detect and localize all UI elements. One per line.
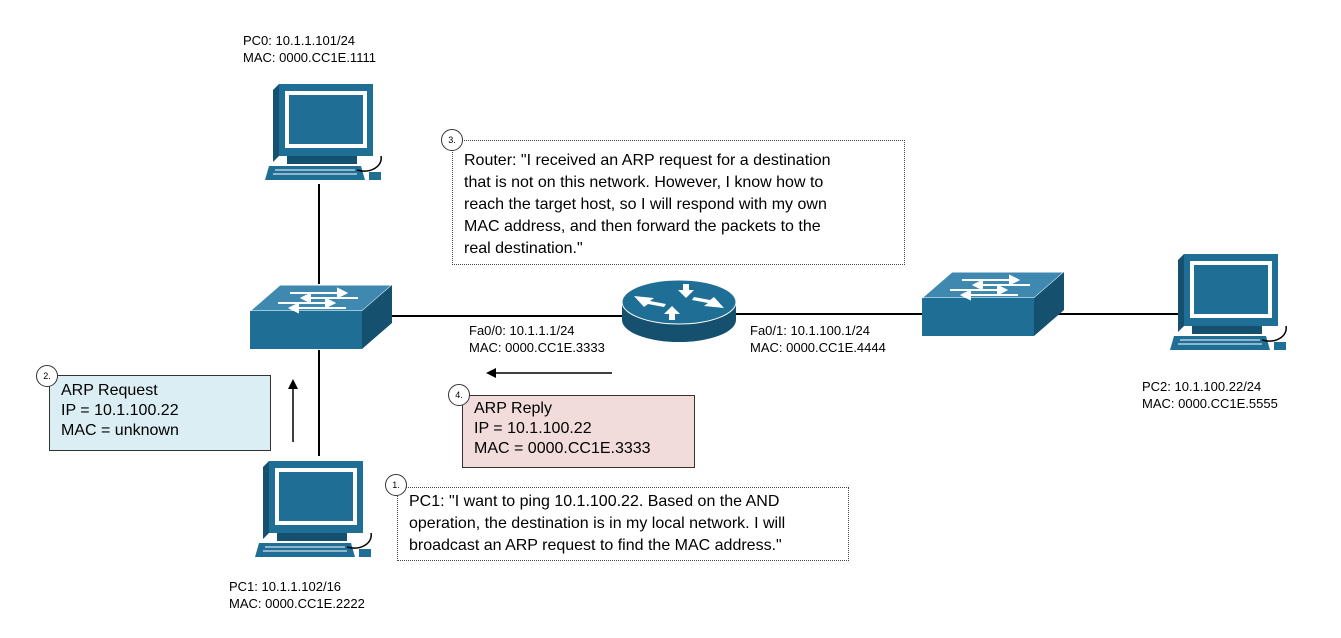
step-badge-1: 1. [385,474,407,496]
step-badge-4: 4. [448,384,470,406]
switch-icon [922,271,1066,336]
pc1-explanation-note: PC1: "I want to ping 10.1.100.22. Based … [397,487,849,561]
note-line: that is not on this network. However, I … [464,174,824,191]
router-icon [621,279,737,342]
arp-request-ip: IP = 10.1.100.22 [61,402,179,419]
note-line: reach the target host, so I will respond… [464,196,827,213]
pc1-mac-label: MAC: 0000.CC1E.2222 [229,596,365,611]
router-explanation-note: Router: "I received an ARP request for a… [452,140,905,265]
arp-request-title: ARP Request [61,382,158,399]
note-line: operation, the destination is in my loca… [409,515,786,532]
arp-reply-title: ARP Reply [474,400,552,417]
arp-request-box: ARP Request IP = 10.1.100.22 MAC = unkno… [49,375,271,451]
note-line: broadcast an ARP request to find the MAC… [409,537,782,554]
router-fa0-1-ip-label: Fa0/1: 10.1.100.1/24 [750,323,870,338]
note-line: PC1: "I want to ping 10.1.100.22. Based … [409,493,780,510]
arp-reply-ip: IP = 10.1.100.22 [474,420,592,437]
pc0-icon [265,84,382,180]
step-badge-2: 2. [36,365,58,387]
router-fa0-1-mac-label: MAC: 0000.CC1E.4444 [750,340,886,355]
pc1-ip-label: PC1: 10.1.1.102/16 [229,579,342,594]
pc2-icon [1170,254,1287,350]
router-fa0-0-mac-label: MAC: 0000.CC1E.3333 [469,340,605,355]
arp-reply-mac: MAC = 0000.CC1E.3333 [474,440,651,457]
pc2-ip-label: PC2: 10.1.100.22/24 [1142,379,1262,394]
router-fa0-0-ip-label: Fa0/0: 10.1.1.1/24 [469,323,575,338]
note-line: MAC address, and then forward the packet… [464,218,821,235]
pc0-ip-label: PC0: 10.1.1.101/24 [243,33,356,48]
switch-icon [250,284,394,349]
note-line: Router: "I received an ARP request for a… [464,152,831,169]
arp-request-mac: MAC = unknown [61,422,179,439]
step-badge-3: 3. [441,129,463,151]
pc2-mac-label: MAC: 0000.CC1E.5555 [1142,396,1278,411]
arp-reply-box: ARP Reply IP = 10.1.100.22 MAC = 0000.CC… [462,395,695,468]
note-line: real destination." [464,240,583,257]
pc1-icon [255,461,372,557]
pc0-mac-label: MAC: 0000.CC1E.1111 [243,50,376,65]
